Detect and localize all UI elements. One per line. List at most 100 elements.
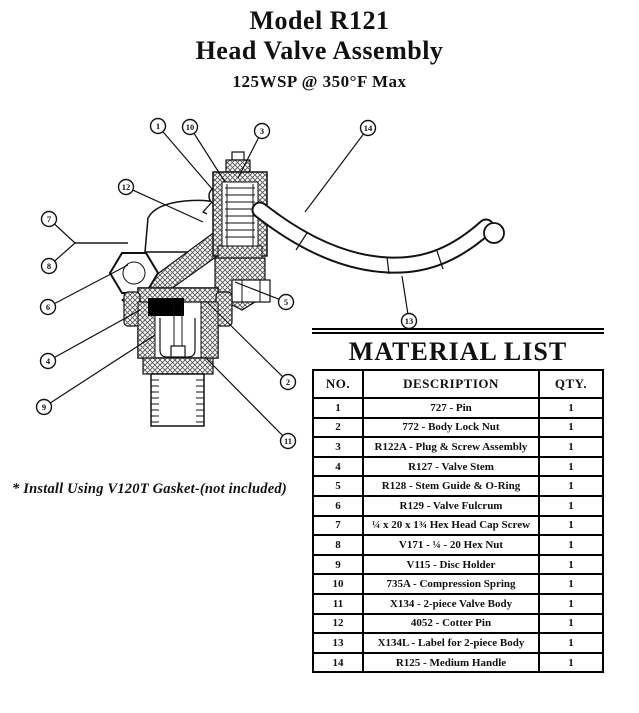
valve-disc <box>148 298 184 316</box>
row-description: R129 - Valve Fulcrum <box>362 494 540 517</box>
row-no: 2 <box>312 416 364 439</box>
callout-number: 1 <box>156 121 160 131</box>
callout-leader-line <box>189 126 226 183</box>
col-header-description: DESCRIPTION <box>362 369 540 399</box>
row-qty: 1 <box>538 494 604 517</box>
callout-number: 11 <box>284 436 292 446</box>
callout-number: 10 <box>186 122 195 132</box>
row-qty: 1 <box>538 573 604 595</box>
callout-leader-line <box>48 218 128 244</box>
row-no: 9 <box>312 553 364 576</box>
row-no: 7 <box>312 514 364 537</box>
material-list-title: MATERIAL LIST <box>312 328 604 369</box>
row-qty: 1 <box>538 455 604 478</box>
row-no: 8 <box>312 534 364 556</box>
row-no: 4 <box>312 455 364 478</box>
callout-leader-line <box>47 309 141 362</box>
callout-number: 9 <box>42 402 46 412</box>
callout-circle <box>40 257 58 275</box>
threaded-inlet <box>142 357 214 427</box>
row-qty: 1 <box>538 436 604 458</box>
row-qty: 1 <box>538 397 604 419</box>
callout-circle <box>39 298 57 316</box>
row-no: 6 <box>312 494 364 517</box>
callout-leader-line <box>206 301 289 383</box>
row-description: V115 - Disc Holder <box>362 553 540 576</box>
row-qty: 1 <box>538 534 604 556</box>
callout-circle <box>277 293 295 311</box>
row-qty: 1 <box>538 553 604 576</box>
callout-circle <box>39 352 57 370</box>
callout-leader-line <box>48 242 128 267</box>
callout-leader-line <box>47 264 129 308</box>
row-qty: 1 <box>538 514 604 537</box>
callout-circle <box>359 119 377 137</box>
row-qty: 1 <box>538 475 604 497</box>
valve-body <box>123 287 233 359</box>
row-description: R127 - Valve Stem <box>362 455 540 478</box>
callout-number: 2 <box>286 377 290 387</box>
col-header-no: NO. <box>312 369 364 399</box>
callout-number: 13 <box>405 316 414 326</box>
callout-circle <box>253 122 271 140</box>
row-description: V171 - ¼ - 20 Hex Nut <box>362 534 540 556</box>
compression-spring <box>225 184 255 246</box>
row-no: 10 <box>312 573 364 595</box>
row-no: 13 <box>312 632 364 654</box>
row-qty: 1 <box>538 632 604 654</box>
row-description: X134 - 2-piece Valve Body <box>362 592 540 615</box>
row-description: 772 - Body Lock Nut <box>362 416 540 439</box>
row-qty: 1 <box>538 612 604 635</box>
row-description: R128 - Stem Guide & O-Ring <box>362 475 540 497</box>
row-description: 727 - Pin <box>362 397 540 419</box>
row-qty: 1 <box>538 651 604 674</box>
callout-circle <box>40 210 58 228</box>
row-no: 3 <box>312 436 364 458</box>
callout-number: 3 <box>260 126 264 136</box>
callout-number: 6 <box>46 302 50 312</box>
hex-cap-screw <box>108 252 160 294</box>
medium-handle <box>251 201 505 275</box>
row-description: X134L - Label for 2-piece Body <box>362 632 540 654</box>
callout-leader-line <box>204 356 289 442</box>
callout-number: 4 <box>46 356 51 366</box>
callout-circle <box>279 373 297 391</box>
model-title: Model R121 <box>249 6 390 35</box>
assembly-title: Head Valve Assembly <box>195 35 444 65</box>
gasket-footnote: * Install Using V120T Gasket-(not includ… <box>12 481 287 497</box>
callout-circle <box>117 178 135 196</box>
callout-number: 8 <box>47 261 51 271</box>
callout-leader-line <box>304 127 369 213</box>
page-title: Model R121 Head Valve Assembly <box>0 6 639 66</box>
callout-leader-line <box>157 125 214 191</box>
callout-number: 14 <box>364 123 373 133</box>
callout-circle <box>149 117 167 135</box>
row-description: 4052 - Cotter Pin <box>362 612 540 635</box>
pressure-rating: 125WSP @ 350°F Max <box>232 72 407 91</box>
row-no: 14 <box>312 651 364 674</box>
callout-leader-line <box>237 130 263 179</box>
row-description: R122A - Plug & Screw Assembly <box>362 436 540 458</box>
callout-circle <box>279 432 297 450</box>
row-no: 5 <box>312 475 364 497</box>
row-description: R125 - Medium Handle <box>362 651 540 674</box>
row-qty: 1 <box>538 416 604 439</box>
row-no: 1 <box>312 397 364 419</box>
row-description: 735A - Compression Spring <box>362 573 540 595</box>
